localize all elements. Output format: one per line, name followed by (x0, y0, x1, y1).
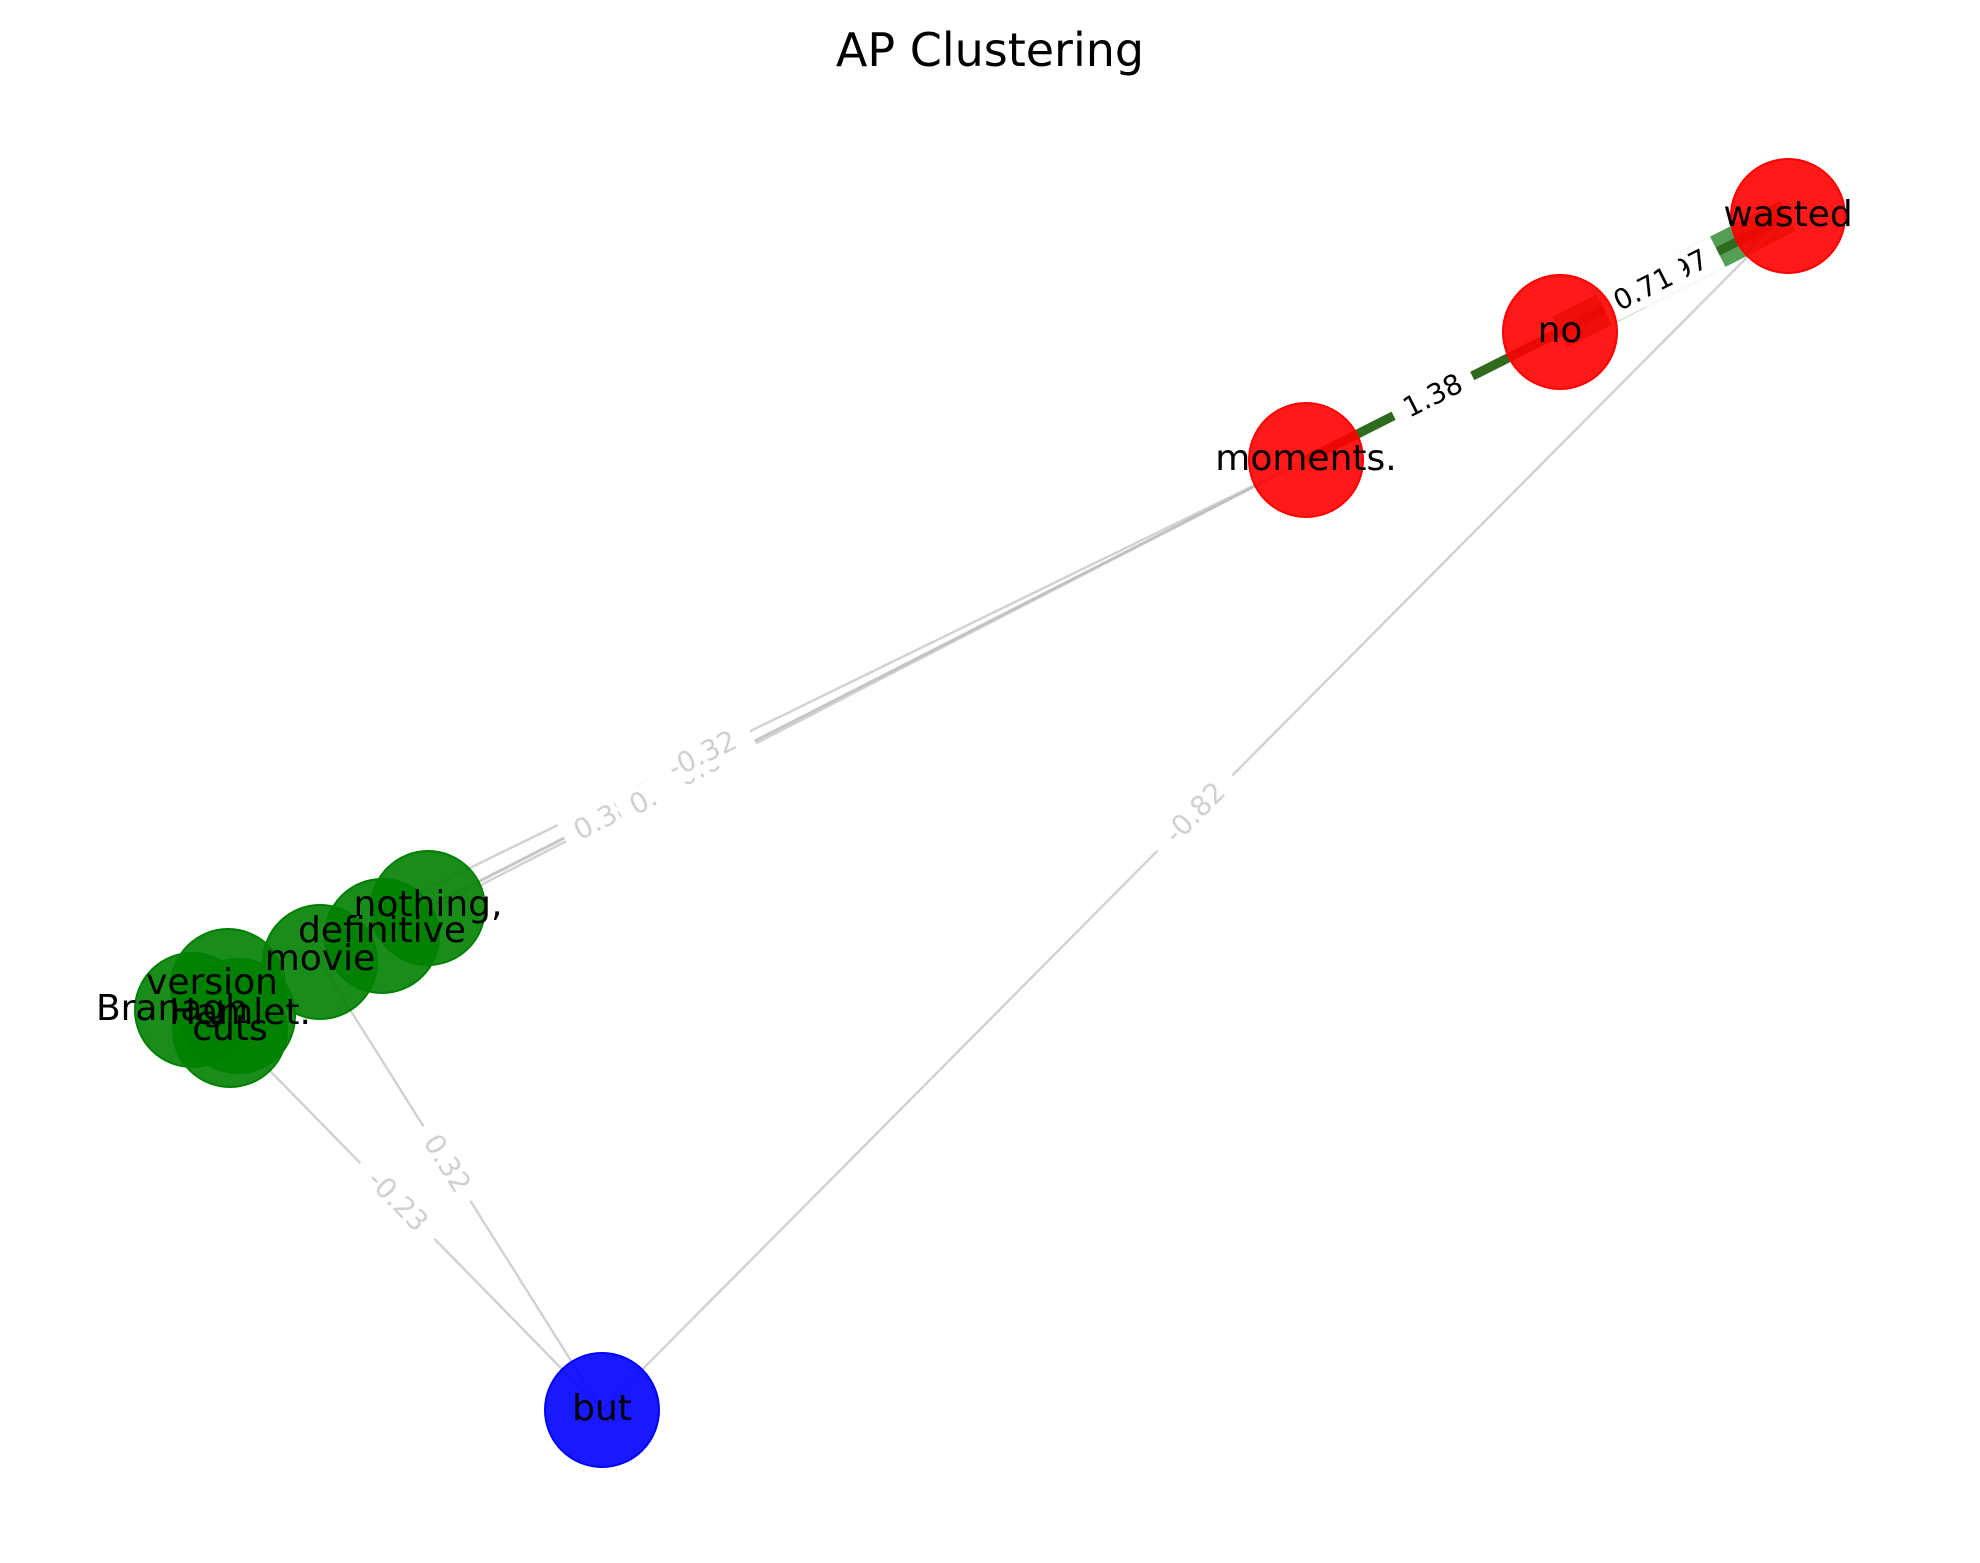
chart-title: AP Clustering (836, 23, 1144, 77)
edge-label-moments-no: 1.38 (1386, 361, 1480, 431)
edge-label-but-movie: 0.32 (409, 1117, 485, 1210)
node-label-hamlet: Hamlet. (169, 992, 311, 1033)
node-label-nothing: nothing, (354, 884, 503, 925)
node-label-branagh: Branagh (96, 988, 248, 1029)
node-label-version: version (146, 962, 278, 1003)
node-label-no: no (1538, 310, 1583, 351)
node-no (1502, 274, 1618, 390)
node-moments (1248, 402, 1364, 518)
nodes-layer: wasted no moments. nothing,definitivemoviev… (96, 158, 1853, 1468)
node-but (544, 1352, 660, 1468)
edge-label-but-wasted: -0.82 (1145, 763, 1245, 863)
node-label-cuts: cuts (192, 1008, 267, 1049)
node-cuts (172, 972, 288, 1088)
node-label-moments: moments. (1215, 438, 1396, 479)
node-wasted (1730, 158, 1846, 274)
edge-labels-layer: 5.971.380.710.380.60-0.6-0.32-0.820.32-0… (348, 236, 1726, 1251)
edge-weight-text: 0.71 (1608, 260, 1679, 318)
node-label-movie: movie (265, 938, 376, 979)
node-label-wasted: wasted (1723, 194, 1852, 235)
node-label-definitive: definitive (298, 910, 466, 951)
edges-layer (227, 200, 1796, 1411)
edge-weight-text: 1.38 (1398, 367, 1469, 425)
node-label-but: but (572, 1388, 632, 1429)
edge-movie-moments (319, 458, 1307, 964)
